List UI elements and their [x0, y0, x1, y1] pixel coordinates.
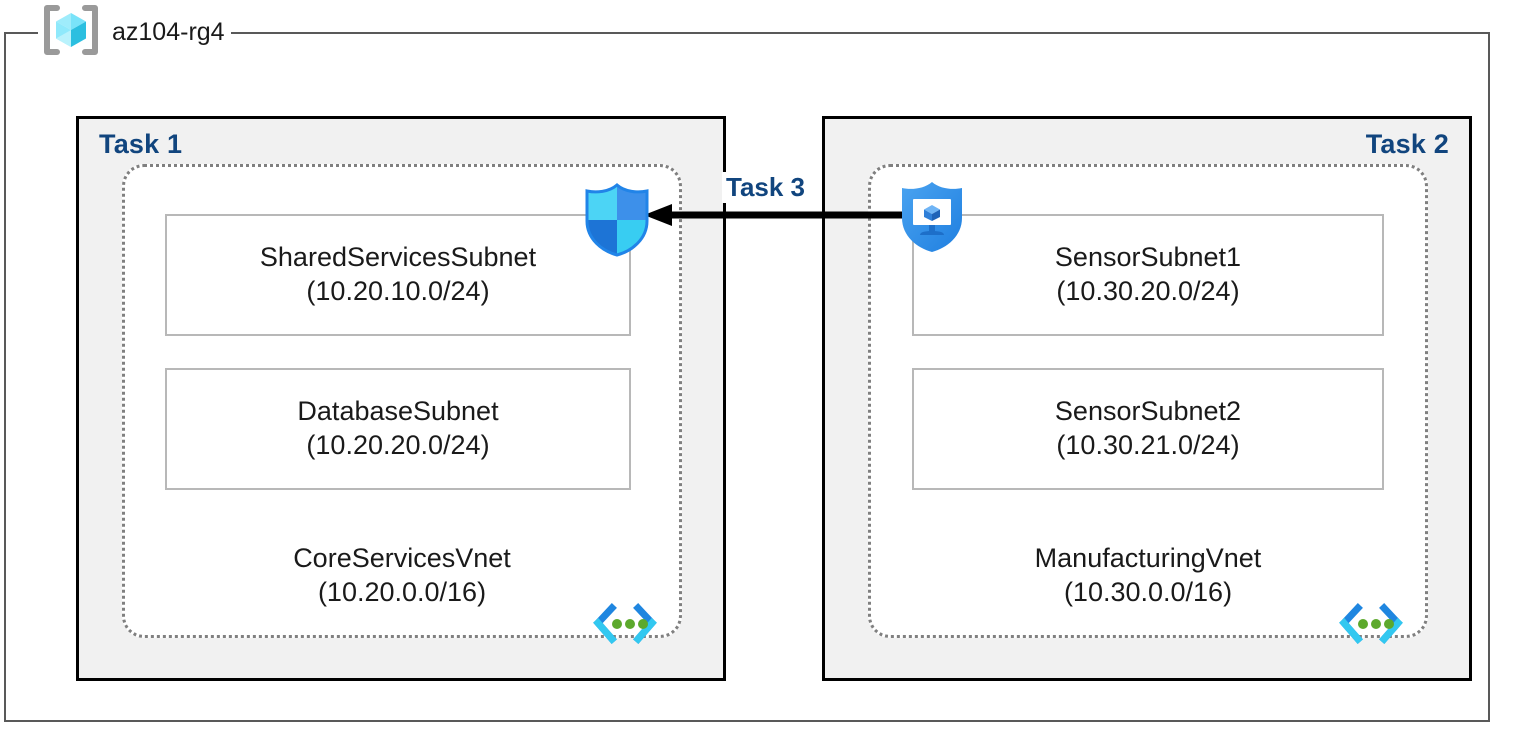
vnet-name: ManufacturingVnet [1034, 543, 1262, 573]
resource-group-legend: az104-rg4 [42, 4, 231, 61]
subnet-cidr: (10.30.20.0/24) [1056, 276, 1240, 306]
task-1-label: Task 1 [99, 129, 183, 159]
subnet-name: SensorSubnet2 [1054, 396, 1242, 427]
subnet-name: SharedServicesSubnet [259, 242, 537, 273]
resource-group-border-right [1488, 32, 1490, 722]
resource-group-border-left [4, 32, 6, 722]
resource-group-border-top-right [127, 32, 1490, 34]
resource-group-border-top-left [4, 32, 38, 34]
subnet-databasesubnet[interactable]: DatabaseSubnet (10.20.20.0/24) [165, 368, 631, 490]
task-3-label: Task 3 [722, 172, 810, 203]
vnet-cidr: (10.20.0.0/16) [317, 576, 487, 607]
application-security-group-shield-icon [897, 180, 967, 254]
network-security-group-shield-icon [582, 183, 652, 257]
subnet-cidr: (10.20.20.0/24) [306, 430, 490, 460]
task-3-connector-arrow [644, 204, 908, 226]
resource-group-border-bottom [4, 720, 1490, 722]
subnet-name: DatabaseSubnet [297, 396, 499, 427]
vnet-icon [592, 602, 658, 646]
subnet-sensorsubnet1[interactable]: SensorSubnet1 (10.30.20.0/24) [912, 214, 1384, 336]
subnet-name: SensorSubnet1 [1054, 242, 1242, 273]
subnet-cidr: (10.20.10.0/24) [306, 276, 490, 306]
vnet-name: CoreServicesVnet [293, 543, 511, 573]
resource-group-cube-icon [42, 4, 100, 61]
vnet-cidr: (10.30.0.0/16) [1063, 576, 1233, 607]
subnet-cidr: (10.30.21.0/24) [1056, 430, 1240, 460]
task-2-label: Task 2 [1365, 129, 1449, 159]
resource-group-name: az104-rg4 [112, 18, 225, 46]
manufacturingvnet-caption: ManufacturingVnet (10.30.0.0/16) [938, 543, 1358, 609]
coreservicesvnet-caption: CoreServicesVnet (10.20.0.0/16) [192, 543, 612, 609]
subnet-sharedservicessubnet[interactable]: SharedServicesSubnet (10.20.10.0/24) [165, 214, 631, 336]
vnet-icon [1338, 602, 1404, 646]
subnet-sensorsubnet2[interactable]: SensorSubnet2 (10.30.21.0/24) [912, 368, 1384, 490]
